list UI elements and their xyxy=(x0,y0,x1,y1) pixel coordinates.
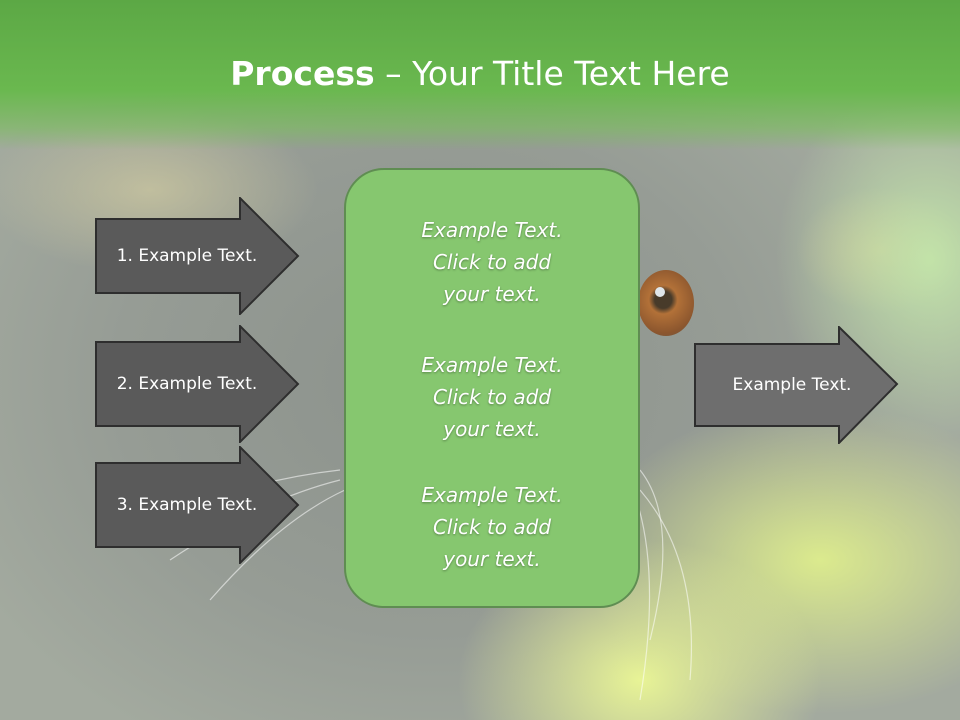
arrow-shape-icon xyxy=(694,326,899,444)
left-arrow-label: 2. Example Text. xyxy=(116,374,258,394)
block-line: your text. xyxy=(443,282,541,306)
title-bold: Process xyxy=(230,54,375,93)
center-text-block-3[interactable]: Example Text. Click to add your text. xyxy=(346,479,638,575)
arrow-shape-icon xyxy=(95,197,300,315)
block-line: Example Text. xyxy=(421,483,563,507)
cat-eye-glint xyxy=(655,287,665,297)
block-line: Click to add xyxy=(432,250,552,274)
left-arrow-label: 3. Example Text. xyxy=(116,495,258,515)
block-line: your text. xyxy=(443,547,541,571)
center-text-block-2[interactable]: Example Text. Click to add your text. xyxy=(346,349,638,445)
center-text-block-1[interactable]: Example Text. Click to add your text. xyxy=(346,214,638,310)
center-content-box[interactable]: Example Text. Click to add your text. Ex… xyxy=(344,168,640,608)
cat-eye xyxy=(638,270,694,336)
block-line: your text. xyxy=(443,417,541,441)
right-arrow-label: Example Text. xyxy=(732,375,852,395)
slide-title: Process – Your Title Text Here xyxy=(0,52,960,96)
right-arrow[interactable]: Example Text. xyxy=(694,326,899,444)
block-line: Example Text. xyxy=(421,353,563,377)
arrow-shape-icon xyxy=(95,446,300,564)
header-band xyxy=(0,0,960,150)
title-rest: – Your Title Text Here xyxy=(374,54,730,93)
arrow-shape-icon xyxy=(95,325,300,443)
left-arrow-label: 1. Example Text. xyxy=(116,246,258,266)
left-arrow-1[interactable]: 1. Example Text. xyxy=(95,197,300,315)
block-line: Click to add xyxy=(432,385,552,409)
block-line: Click to add xyxy=(432,515,552,539)
left-arrow-3[interactable]: 3. Example Text. xyxy=(95,446,300,564)
left-arrow-2[interactable]: 2. Example Text. xyxy=(95,325,300,443)
block-line: Example Text. xyxy=(421,218,563,242)
